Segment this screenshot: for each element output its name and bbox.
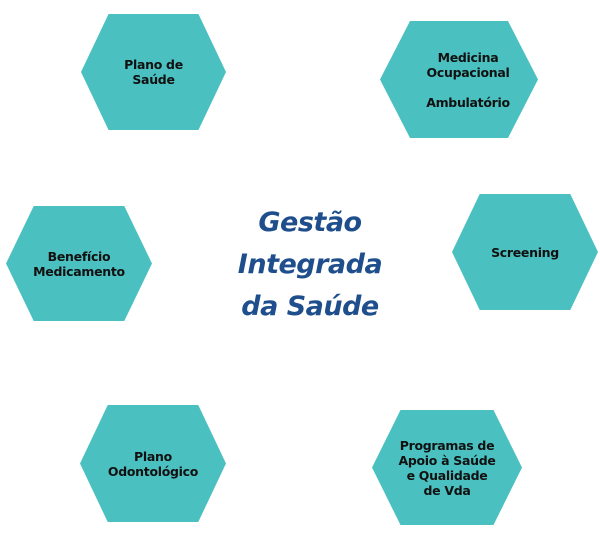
hex-label: Plano Odontológico [107, 448, 199, 479]
hex-screening: Screening [452, 194, 598, 310]
hex-medicina-ocupacional: Medicina Ocupacional Ambulatório [380, 21, 538, 138]
hex-programas-apoio: Programas de Apoio à Saúde e Qualidade d… [372, 410, 522, 525]
hex-plano-odontologico: Plano Odontológico [80, 405, 226, 522]
hex-plano-saude: Plano de Saúde [81, 14, 226, 130]
hex-label: Programas de Apoio à Saúde e Qualidade d… [398, 437, 496, 498]
hex-label: Medicina Ocupacional Ambulatório [426, 49, 510, 110]
hex-beneficio-medicamento: Benefício Medicamento [6, 206, 152, 321]
hex-label: Benefício Medicamento [33, 248, 125, 279]
hex-label: Screening [491, 244, 559, 260]
hex-label: Plano de Saúde [124, 57, 183, 87]
center-title: Gestão Integrada da Saúde [237, 207, 383, 322]
